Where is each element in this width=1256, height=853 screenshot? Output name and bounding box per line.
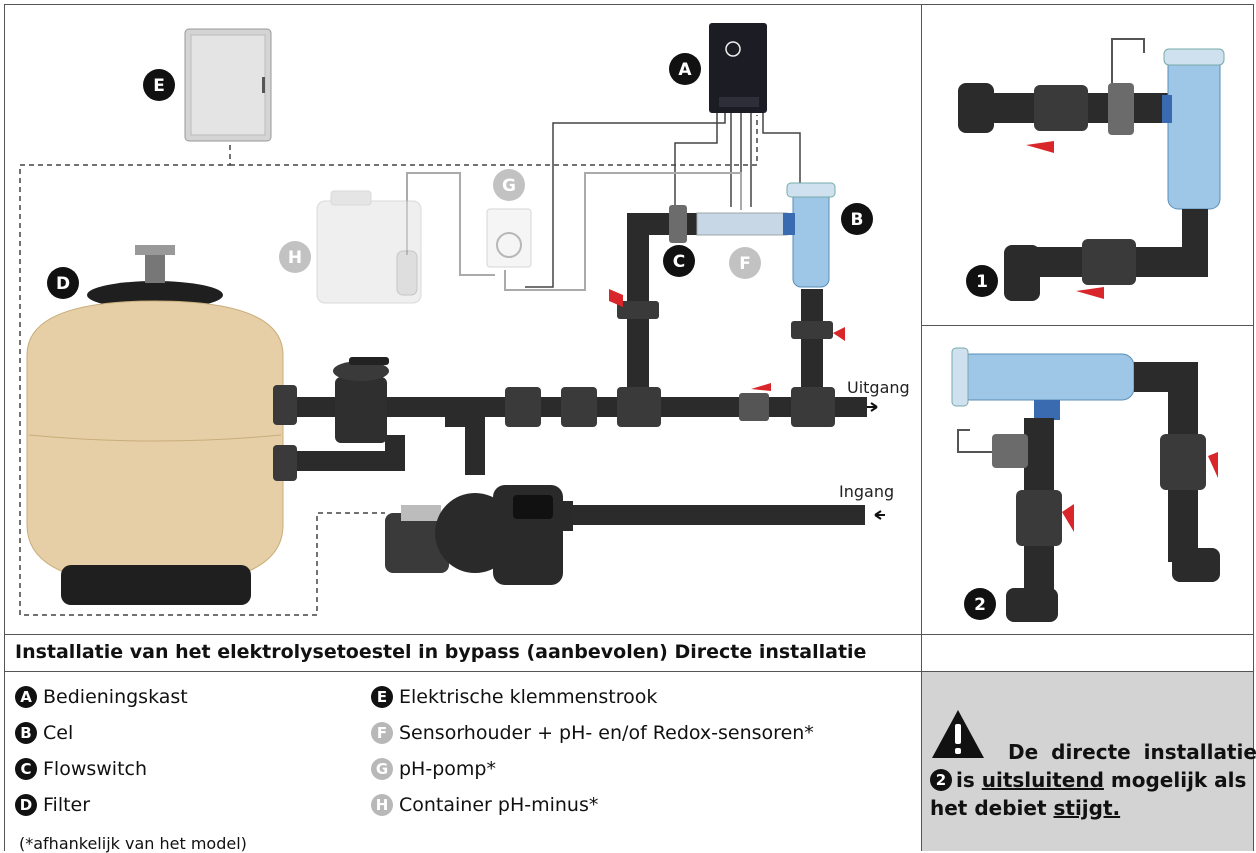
callout-a: A bbox=[669, 53, 701, 85]
detail-1-number: 1 bbox=[966, 265, 998, 297]
ph-pump-g bbox=[486, 208, 532, 268]
legend-label-d: Filter bbox=[43, 794, 91, 816]
legend-item-e: E Elektrische klemmenstrook bbox=[371, 686, 657, 708]
caption-row: Installatie van het elektrolysetoestel i… bbox=[4, 634, 922, 672]
svg-text:G: G bbox=[502, 176, 516, 196]
inlet-label: Ingang bbox=[839, 482, 894, 501]
svg-text:1: 1 bbox=[976, 272, 988, 292]
electrolysis-cell-b bbox=[783, 182, 836, 288]
warning-line-3: het debiet stijgt. bbox=[930, 796, 1120, 820]
legend-badge-e: E bbox=[371, 686, 393, 708]
circulation-pump bbox=[385, 485, 573, 585]
legend-badge-g: G bbox=[371, 758, 393, 780]
outlet-pipe bbox=[295, 383, 867, 427]
legend-label-f: Sensorhouder + pH- en/of Redox-sensoren* bbox=[399, 722, 814, 744]
legend-badge-h: H bbox=[371, 794, 393, 816]
callout-h: H bbox=[279, 241, 311, 273]
legend-label-g: pH-pomp* bbox=[399, 758, 496, 780]
svg-text:2: 2 bbox=[974, 595, 986, 615]
main-diagram-svg: Uitgang Ingang A B C D E bbox=[19, 23, 910, 616]
outlet-label: Uitgang bbox=[847, 378, 910, 397]
warning-word-mogelijk: mogelijk als bbox=[1110, 768, 1247, 792]
warning-box: De directe installatie 2 is uitsluitend … bbox=[921, 671, 1256, 851]
callout-f: F bbox=[729, 247, 761, 279]
warning-line-1: De directe installatie bbox=[1008, 740, 1256, 764]
inlet-arrow-icon bbox=[874, 510, 885, 520]
svg-text:H: H bbox=[288, 248, 302, 268]
warning-word-is: is bbox=[956, 768, 975, 792]
legend-label-b: Cel bbox=[43, 722, 74, 744]
callout-b: B bbox=[841, 203, 873, 235]
legend-badge-f: F bbox=[371, 722, 393, 744]
legend-badge-a: A bbox=[15, 686, 37, 708]
legend-footnote: (*afhankelijk van het model) bbox=[19, 834, 247, 853]
warning-triangle-icon bbox=[932, 710, 984, 758]
sand-filter-d bbox=[26, 245, 297, 605]
svg-text:E: E bbox=[153, 76, 165, 96]
callout-c: C bbox=[663, 245, 695, 277]
legend-badge-c: C bbox=[15, 758, 37, 780]
detail-1-svg: 1 bbox=[958, 38, 1225, 301]
legend-badge-d: D bbox=[15, 794, 37, 816]
svg-text:C: C bbox=[673, 252, 685, 272]
legend-item-h: H Container pH-minus* bbox=[371, 794, 598, 816]
detail-2-direct: 2 bbox=[921, 325, 1254, 635]
legend-badge-b: B bbox=[15, 722, 37, 744]
detail-2-svg: 2 bbox=[951, 347, 1220, 622]
warning-word-stijgt: stijgt. bbox=[1053, 796, 1121, 820]
detail-1-bypass: 1 bbox=[921, 4, 1254, 326]
legend-label-a: Bedieningskast bbox=[43, 686, 188, 708]
caption-title: Installatie van het elektrolysetoestel i… bbox=[15, 641, 867, 663]
container-h bbox=[316, 190, 422, 304]
legend-label-h: Container pH-minus* bbox=[399, 794, 599, 816]
svg-text:D: D bbox=[56, 274, 70, 294]
svg-text:A: A bbox=[678, 60, 692, 80]
warning-word-uitsluitend: uitsluitend bbox=[981, 768, 1104, 792]
legend-item-g: G pH-pomp* bbox=[371, 758, 496, 780]
callout-d: D bbox=[47, 267, 79, 299]
outlet-arrow-icon bbox=[867, 402, 878, 412]
legend-label-e: Elektrische klemmenstrook bbox=[399, 686, 658, 708]
terminal-box-e bbox=[184, 28, 272, 142]
main-diagram: Uitgang Ingang A B C D E bbox=[4, 4, 922, 635]
caption-row-spacer bbox=[921, 634, 1254, 672]
warning-word-debiet: het debiet bbox=[930, 796, 1047, 820]
electrical-line-2 bbox=[230, 115, 758, 166]
warning-line-2: 2 is uitsluitend mogelijk als bbox=[930, 768, 1246, 792]
legend-label-c: Flowswitch bbox=[43, 758, 148, 780]
warning-badge-2: 2 bbox=[930, 769, 952, 791]
legend-item-c: C Flowswitch bbox=[15, 758, 147, 780]
legend-item-f: F Sensorhouder + pH- en/of Redox-sensore… bbox=[371, 722, 814, 744]
legend-item-a: A Bedieningskast bbox=[15, 686, 188, 708]
detail-2-number: 2 bbox=[964, 588, 996, 620]
legend-item-d: D Filter bbox=[15, 794, 90, 816]
control-box-a bbox=[709, 23, 767, 113]
bypass-pipework bbox=[609, 205, 845, 405]
inlet-pipe bbox=[565, 505, 865, 525]
multiport-valve bbox=[333, 357, 389, 443]
legend: A Bedieningskast B Cel C Flowswitch D Fi… bbox=[4, 671, 922, 853]
callout-e: E bbox=[143, 69, 175, 101]
svg-text:F: F bbox=[739, 254, 751, 274]
legend-item-b: B Cel bbox=[15, 722, 73, 744]
svg-text:B: B bbox=[851, 210, 864, 230]
callout-g: G bbox=[493, 169, 525, 201]
